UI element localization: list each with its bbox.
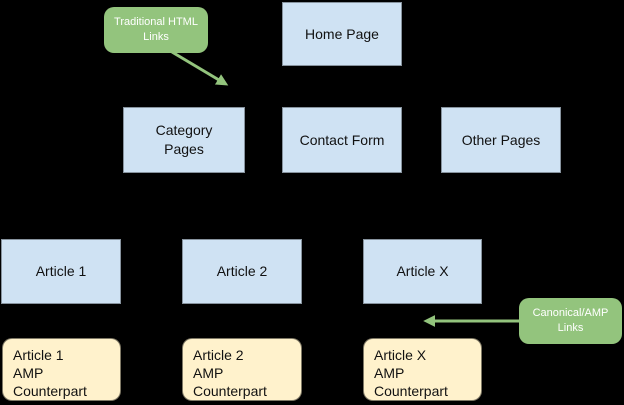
node-other-pages: Other Pages: [441, 107, 561, 173]
callout-label: Links: [143, 31, 169, 43]
callout-label: Traditional HTML: [114, 16, 198, 28]
node-label: Article X: [374, 347, 427, 363]
node-article-x-amp-counterpart: Article X AMP Counterpart: [363, 338, 482, 401]
node-article-1: Article 1: [1, 239, 121, 304]
node-label: Article X: [396, 263, 449, 279]
node-label: Home Page: [305, 25, 379, 42]
node-label: AMP: [374, 365, 405, 381]
node-label: Counterpart: [193, 383, 267, 399]
node-label: Article 1: [13, 347, 64, 363]
node-label: AMP: [13, 365, 44, 381]
node-label: Category: [155, 122, 213, 138]
node-contact-form: Contact Form: [282, 107, 402, 173]
node-label: Other Pages: [461, 131, 541, 148]
node-label: AMP: [193, 365, 224, 381]
node-article-1-amp-counterpart: Article 1 AMP Counterpart: [2, 338, 121, 401]
node-article-x: Article X: [363, 239, 482, 304]
node-category-pages: Category Pages: [123, 107, 245, 173]
node-article-2: Article 2: [182, 239, 302, 304]
node-label: Article 1: [35, 263, 87, 279]
node-label: Article 2: [216, 263, 268, 279]
callout-label: Links: [557, 322, 584, 334]
node-label: Contact Form: [299, 131, 385, 148]
node-label: Counterpart: [13, 383, 87, 399]
callout-label: Canonical/AMP: [532, 307, 609, 319]
node-label: Pages: [164, 141, 204, 157]
node-article-2-amp-counterpart: Article 2 AMP Counterpart: [182, 338, 302, 401]
node-label: Article 2: [193, 347, 244, 363]
node-home-page: Home Page: [282, 2, 402, 66]
node-label: Counterpart: [374, 383, 448, 399]
callout-canonical-amp-links: Canonical/AMP Links: [519, 298, 622, 344]
traditional-links-arrow-icon: [171, 50, 229, 86]
callout-traditional-html-links: Traditional HTML Links: [104, 7, 208, 53]
